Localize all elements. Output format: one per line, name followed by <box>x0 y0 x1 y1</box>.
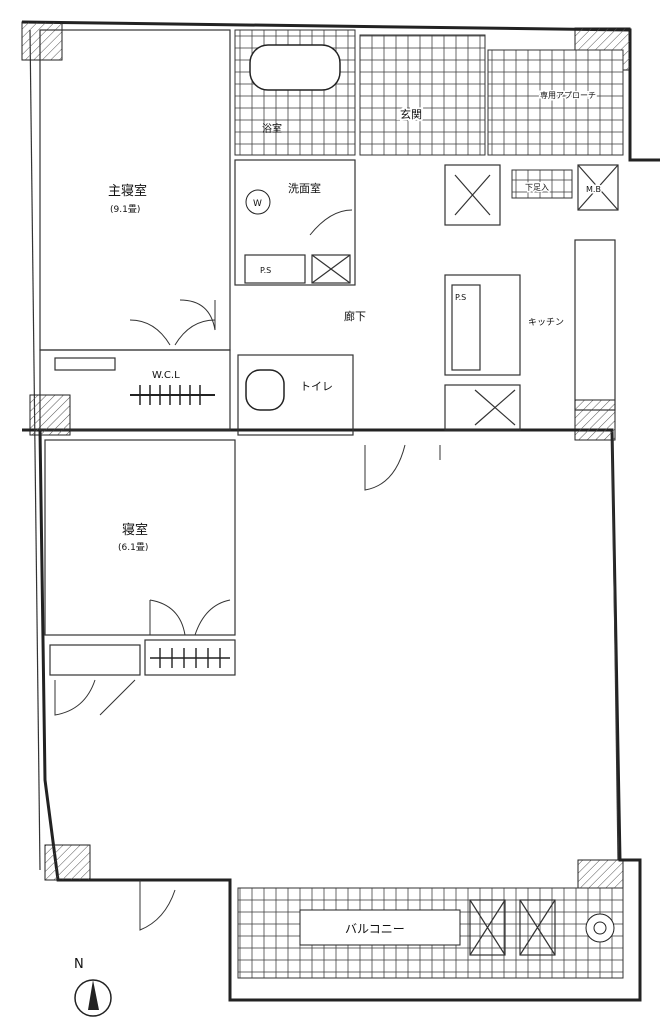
bath-label: 浴室 <box>262 122 282 135</box>
balcony-label: バルコニー <box>345 922 405 936</box>
washroom-label: 洗面室 <box>288 181 321 195</box>
toilet-label: トイレ <box>300 380 333 393</box>
private-approach: 専用アプローチ 下足入 M.B <box>487 49 624 211</box>
master-bedroom-size: (9.1畳) <box>110 204 140 215</box>
exterior-walls <box>21 20 660 1002</box>
kitchen: P.S キッチン <box>444 164 616 431</box>
toilet-room: トイレ <box>237 354 354 436</box>
entrance: 玄関 <box>359 34 486 156</box>
ps1-label: P.S <box>260 266 271 275</box>
ps2-label: P.S <box>455 293 466 302</box>
bedroom-size: (6.1畳) <box>118 542 148 553</box>
bathroom: 浴室 <box>234 29 356 156</box>
washer-label: W <box>253 199 262 209</box>
north-arrow: N <box>74 957 112 1017</box>
wic-label: W.C.L <box>152 370 180 381</box>
walk-in-closet: W.C.L <box>39 319 231 431</box>
bedroom-door[interactable] <box>149 599 231 636</box>
master-bedroom-label: 主寝室 <box>108 183 147 199</box>
mb-label: M.B <box>586 185 601 194</box>
hallway-door[interactable] <box>364 444 441 491</box>
entrance-label: 玄関 <box>400 107 422 121</box>
bedroom-label: 寝室 <box>122 522 148 538</box>
master-bedroom: 主寝室 (9.1畳) <box>39 29 231 351</box>
kitchen-label: キッチン <box>528 317 564 328</box>
shoe-closet-label: 下足入 <box>525 183 549 192</box>
north-label: N <box>74 957 84 972</box>
hallway-label: 廊下 <box>344 309 366 323</box>
private-approach-label: 専用アプローチ <box>540 90 596 100</box>
master-bedroom-door[interactable] <box>179 299 216 331</box>
bedroom: 寝室 (6.1畳) <box>44 439 236 716</box>
hallway: 廊下 <box>344 309 441 491</box>
balcony: バルコニー <box>139 880 624 979</box>
washroom: W 洗面室 P.S <box>234 159 356 286</box>
